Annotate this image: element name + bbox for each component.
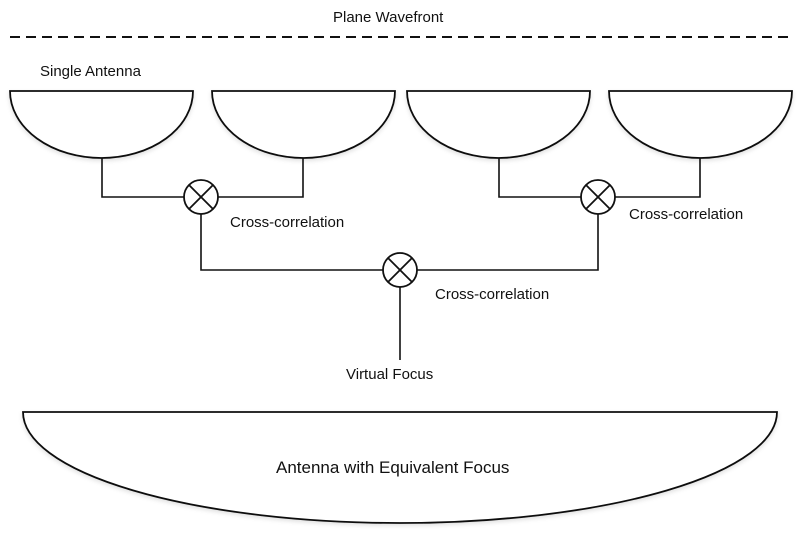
connector-dish2-to-correlator1: [218, 158, 304, 198]
virtual-focus-label: Virtual Focus: [346, 366, 434, 383]
equivalent-antenna-dish: [22, 411, 778, 524]
antenna-dish-2: [211, 90, 396, 159]
connector-dish1-to-correlator1: [101, 158, 184, 198]
cross-correlation-label-1: Cross-correlation: [230, 214, 345, 231]
antenna-dish-4: [608, 90, 793, 159]
single-antenna-label: Single Antenna: [40, 63, 141, 80]
equivalent-antenna-label: Antenna with Equivalent Focus: [276, 458, 510, 477]
correlator-icon-central: [382, 252, 418, 288]
cross-correlation-label-central: Cross-correlation: [435, 286, 550, 303]
connector-correlator2-to-central: [417, 214, 599, 271]
antenna-dish-1: [9, 90, 194, 159]
connector-correlator1-to-central: [200, 214, 383, 271]
connector-dish3-to-correlator2: [498, 158, 581, 198]
correlator-icon-2: [580, 179, 616, 215]
correlator-icon-1: [183, 179, 219, 215]
antenna-dish-3: [406, 90, 591, 159]
connector-dish4-to-correlator2: [615, 158, 701, 198]
cross-correlation-label-2: Cross-correlation: [629, 206, 744, 223]
plane-wavefront-label: Plane Wavefront: [333, 9, 444, 26]
